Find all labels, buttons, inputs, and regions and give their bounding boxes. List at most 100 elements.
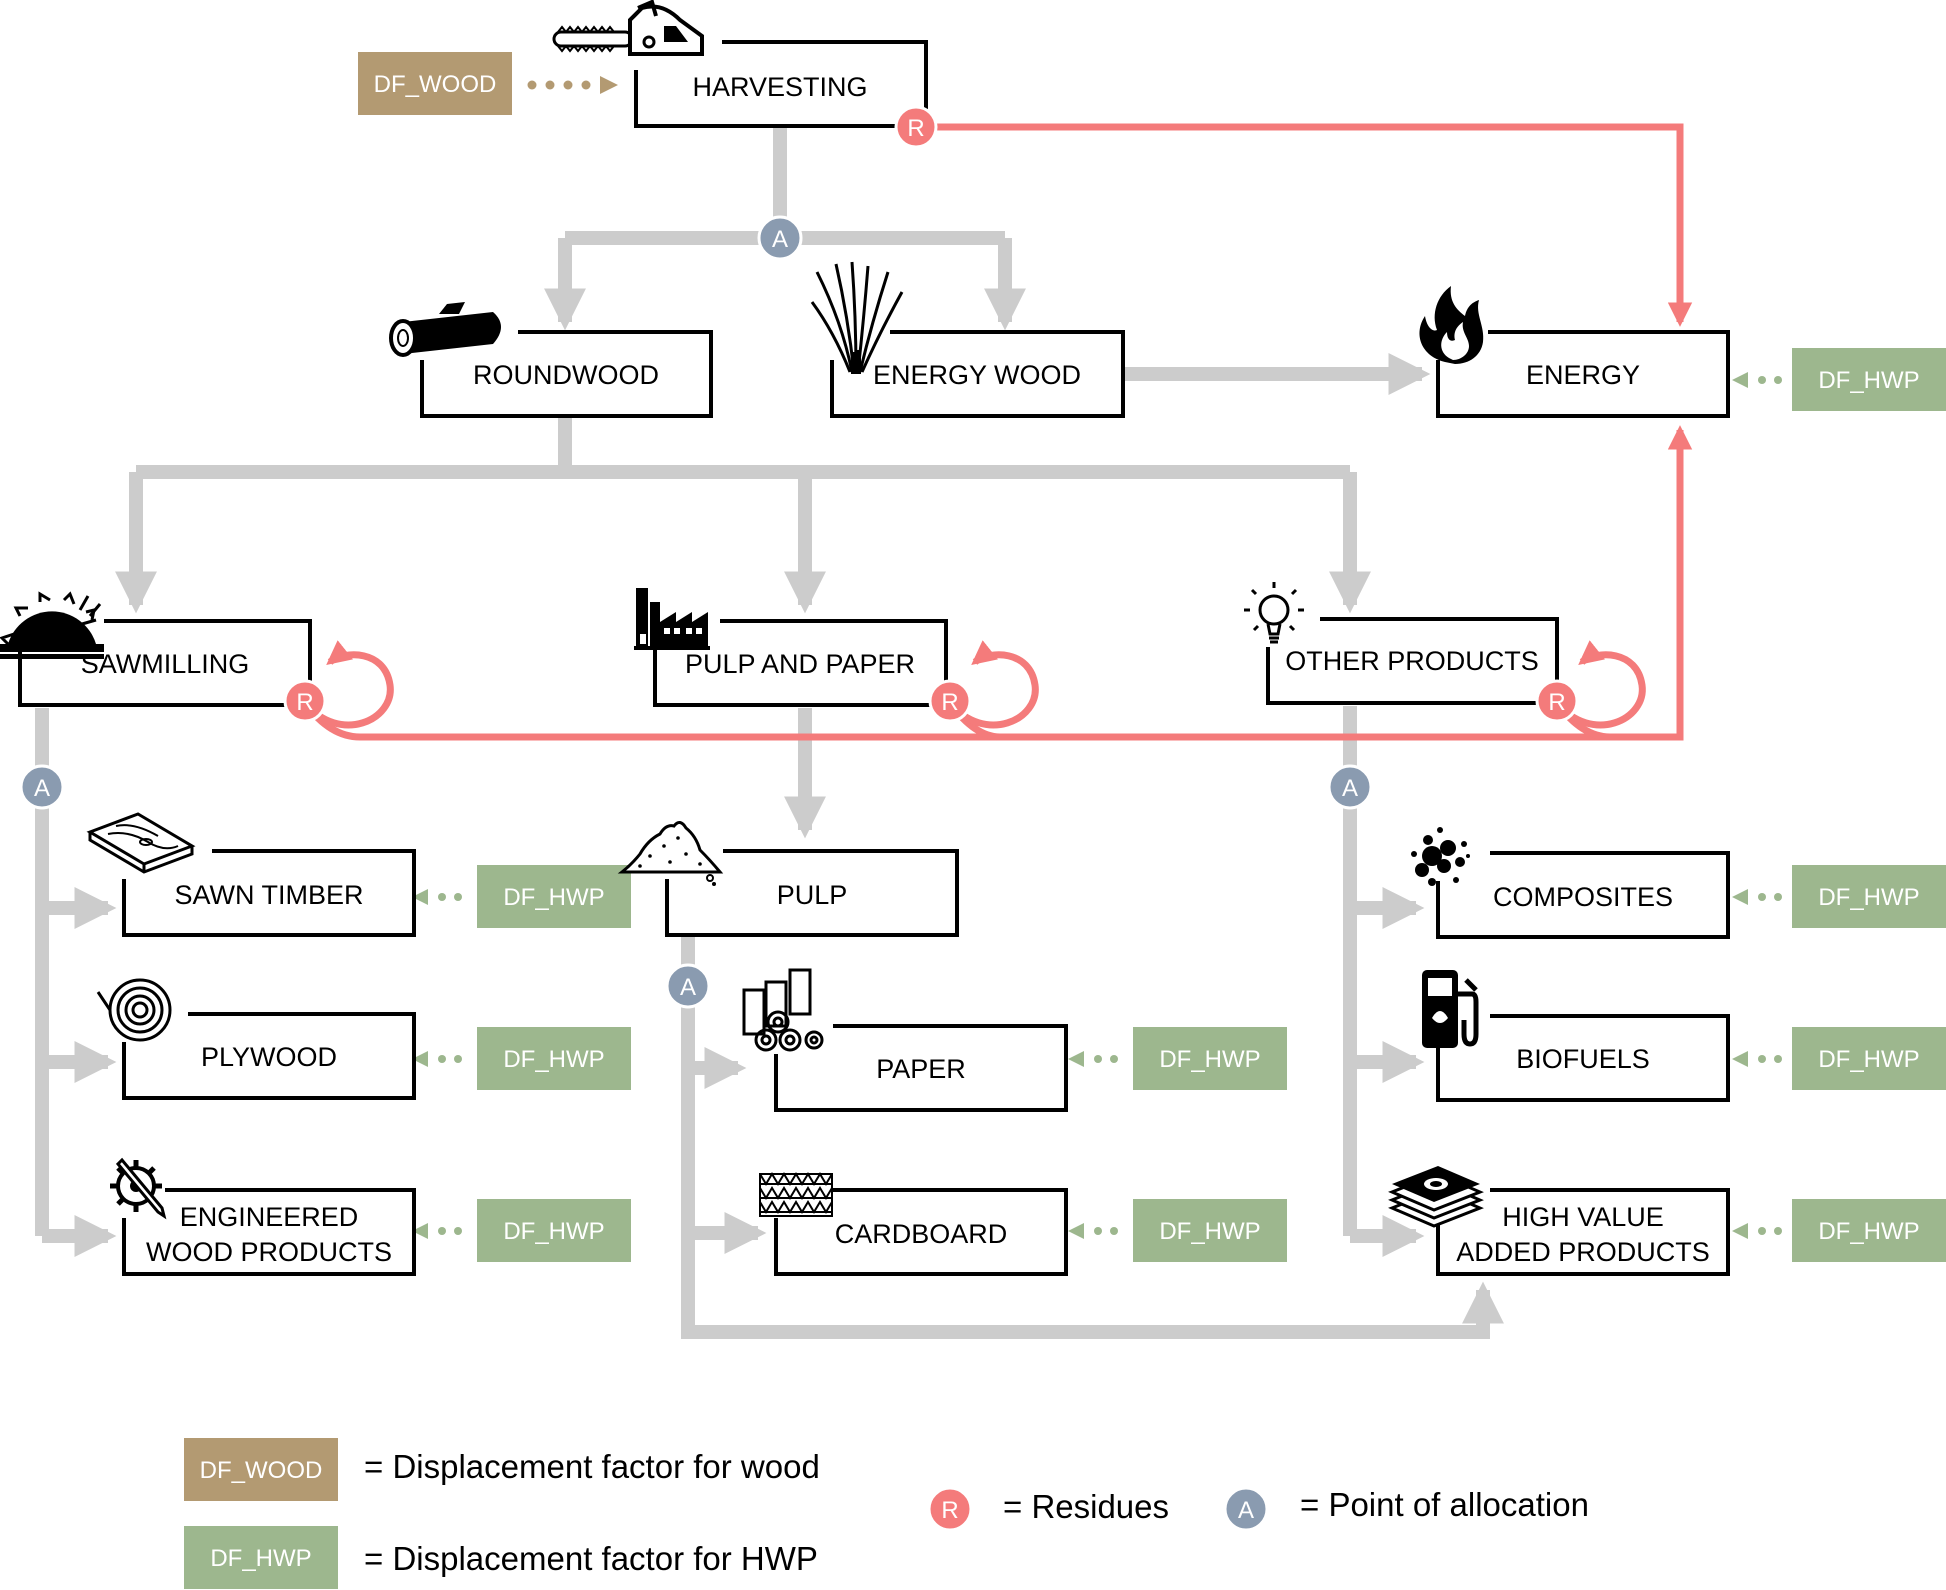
energy-label: ENERGY	[1526, 360, 1640, 390]
df-hwp-tag-paper: DF_HWP	[1133, 1027, 1287, 1090]
energy-wood-box	[830, 330, 1125, 418]
legend: DF_WOOD = Displacement factor for wood D…	[184, 1438, 1589, 1589]
allocation-marker-sawmilling: A	[19, 764, 65, 810]
df-wood-connector	[527, 76, 618, 94]
cardboard-icon	[759, 1172, 833, 1217]
legend-residues: R = Residues	[927, 1486, 1169, 1532]
df-tags: DF_WOOD DF_HWP DF_HWP DF_HWP DF_HWP DF_H…	[358, 52, 1946, 1262]
other-products-label: OTHER PRODUCTS	[1285, 646, 1539, 676]
legend-df-hwp-description: = Displacement factor for HWP	[364, 1540, 818, 1577]
svg-text:R: R	[296, 689, 313, 716]
residue-marker-other-products: R	[1535, 679, 1579, 723]
legend-df-wood-description: = Displacement factor for wood	[364, 1448, 820, 1485]
sawn-timber-label: SAWN TIMBER	[174, 880, 363, 910]
svg-text:DF_HWP: DF_HWP	[1159, 1046, 1260, 1073]
money-stack-icon	[1388, 1166, 1484, 1228]
composites-box	[1436, 851, 1730, 939]
engineered-box	[122, 1188, 416, 1276]
df-wood-tag-harvesting: DF_WOOD	[358, 52, 512, 115]
high-value-box	[1436, 1188, 1730, 1276]
paper-box	[774, 1024, 1068, 1112]
df-hwp-connectors	[412, 372, 1782, 1239]
df-hwp-tag-sawn-timber: DF_HWP	[477, 865, 631, 928]
allocation-flows	[35, 128, 1504, 1339]
high-value-label-line1: HIGH VALUE	[1502, 1202, 1664, 1232]
biofuels-label: BIOFUELS	[1516, 1044, 1650, 1074]
svg-text:R: R	[1548, 689, 1565, 716]
legend-df-wood-swatch	[184, 1438, 338, 1501]
allocation-marker-harvesting: A	[757, 215, 803, 261]
allocation-marker-other-products: A	[1327, 764, 1373, 810]
svg-text:DF_HWP: DF_HWP	[503, 1218, 604, 1245]
sawmilling-label: SAWMILLING	[81, 649, 250, 679]
legend-allocation-description: = Point of allocation	[1300, 1486, 1589, 1523]
svg-text:A: A	[1342, 775, 1358, 802]
svg-text:DF_HWP: DF_HWP	[1818, 884, 1919, 911]
energy-wood-label: ENERGY WOOD	[873, 360, 1081, 390]
sawn-timber-box	[122, 849, 416, 937]
legend-df-hwp-swatch	[184, 1526, 338, 1589]
cardboard-label: CARDBOARD	[835, 1219, 1008, 1249]
roundwood-box	[420, 330, 713, 418]
log-icon	[389, 302, 501, 357]
plywood-label: PLYWOOD	[201, 1042, 337, 1072]
harvesting-label: HARVESTING	[692, 72, 867, 102]
legend-df-hwp-swatch-label: DF_HWP	[210, 1545, 311, 1572]
df-hwp-tag-biofuels: DF_HWP	[1792, 1027, 1946, 1090]
icons	[0, 0, 1484, 1228]
biofuels-box	[1436, 1014, 1730, 1102]
legend-df-wood-swatch-label: DF_WOOD	[200, 1457, 323, 1484]
pulp-box	[665, 849, 959, 937]
pulp-pile-icon	[617, 821, 724, 886]
saw-blade-icon	[0, 591, 104, 659]
svg-text:DF_HWP: DF_HWP	[1818, 1218, 1919, 1245]
svg-text:DF_HWP: DF_HWP	[1818, 1046, 1919, 1073]
svg-text:A: A	[680, 974, 696, 1001]
legend-residues-description: = Residues	[1003, 1488, 1169, 1525]
node-boxes	[18, 40, 1730, 1276]
residue-marker-sawmilling: R	[283, 679, 327, 723]
df-hwp-tag-plywood: DF_HWP	[477, 1027, 631, 1090]
svg-text:DF_HWP: DF_HWP	[1159, 1218, 1260, 1245]
df-hwp-tag-cardboard: DF_HWP	[1133, 1199, 1287, 1262]
allocation-marker-pulp: A	[665, 963, 711, 1009]
composites-label: COMPOSITES	[1493, 882, 1673, 912]
legend-residue-marker	[927, 1486, 973, 1532]
df-hwp-tag-energy: DF_HWP	[1792, 348, 1946, 411]
factory-icon	[634, 588, 710, 650]
legend-df-hwp: DF_HWP = Displacement factor for HWP	[184, 1526, 818, 1589]
residue-loop-other-products	[1554, 640, 1646, 729]
node-labels: HARVESTING ROUNDWOOD ENERGY WOOD ENERGY …	[81, 72, 1710, 1267]
df-hwp-tag-composites: DF_HWP	[1792, 865, 1946, 928]
high-value-label-line2: ADDED PRODUCTS	[1456, 1237, 1710, 1267]
residue-loop-sawmilling	[302, 640, 394, 729]
residue-marker-harvesting: R	[894, 105, 938, 149]
fire-icon	[1419, 286, 1484, 364]
legend-allocation-marker-letter: A	[1238, 1497, 1254, 1524]
particles-icon	[1411, 827, 1470, 886]
df-hwp-tag-high-value: DF_HWP	[1792, 1199, 1946, 1262]
flow-pulp-to-high-value	[681, 936, 1504, 1339]
energy-box	[1436, 330, 1730, 418]
cardboard-box	[774, 1188, 1068, 1276]
veneer-roll-icon	[96, 978, 172, 1042]
residue-loop-pulp-paper	[947, 640, 1039, 729]
svg-text:R: R	[907, 115, 924, 142]
fuel-pump-icon	[1422, 970, 1479, 1048]
svg-text:R: R	[941, 689, 958, 716]
svg-text:DF_HWP: DF_HWP	[503, 884, 604, 911]
lightbulb-icon	[1244, 582, 1304, 644]
paper-rolls-icon	[742, 968, 824, 1052]
legend-residue-marker-letter: R	[941, 1497, 958, 1524]
markers: R R R R A A A A	[19, 105, 1579, 1009]
engineered-label-line2: WOOD PRODUCTS	[146, 1237, 392, 1267]
svg-text:A: A	[34, 775, 50, 802]
pulp-and-paper-label: PULP AND PAPER	[685, 649, 915, 679]
gear-pencil-icon	[110, 1157, 167, 1220]
plywood-box	[122, 1012, 416, 1100]
paper-label: PAPER	[876, 1054, 966, 1084]
legend-df-wood: DF_WOOD = Displacement factor for wood	[184, 1438, 820, 1501]
grass-icon	[810, 261, 904, 374]
